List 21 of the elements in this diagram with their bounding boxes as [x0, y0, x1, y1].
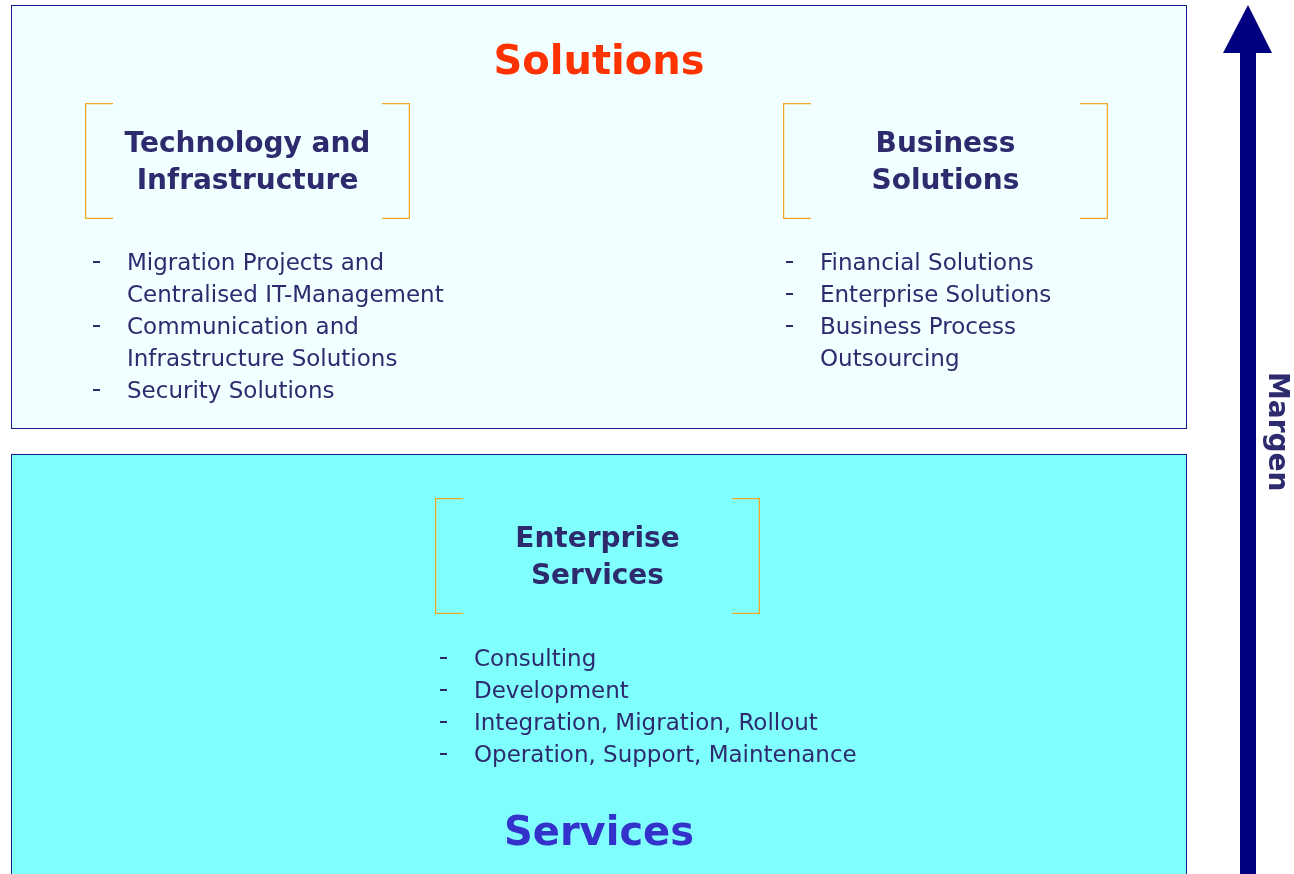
- list-item: Development: [474, 676, 629, 705]
- axis-label: Margen: [1262, 372, 1294, 492]
- box-heading: Enterprise Services: [514, 520, 681, 593]
- bracket-box: [783, 103, 1108, 219]
- panel-title: Solutions: [493, 36, 705, 84]
- bracket-box: [435, 498, 760, 614]
- list-item: Communication and Infrastructure Solutions: [127, 312, 399, 373]
- list-item: Enterprise Solutions: [820, 280, 1052, 309]
- list-item: Operation, Support, Maintenance: [474, 740, 857, 769]
- box-heading: Business Solutions: [870, 125, 1021, 198]
- list-item: Integration, Migration, Rollout: [474, 708, 818, 737]
- bracket-box: [85, 103, 410, 219]
- panel-title: Services: [503, 807, 695, 855]
- list-item: Security Solutions: [127, 376, 335, 405]
- list-item: Financial Solutions: [820, 248, 1034, 277]
- panel: [11, 454, 1187, 874]
- panel: [11, 5, 1187, 429]
- list-item: Business Process Outsourcing: [820, 312, 1017, 373]
- box-heading: Technology and Infrastructure: [123, 125, 372, 198]
- list-item: Consulting: [474, 644, 597, 673]
- list-item: Migration Projects and Centralised IT-Management: [127, 248, 445, 309]
